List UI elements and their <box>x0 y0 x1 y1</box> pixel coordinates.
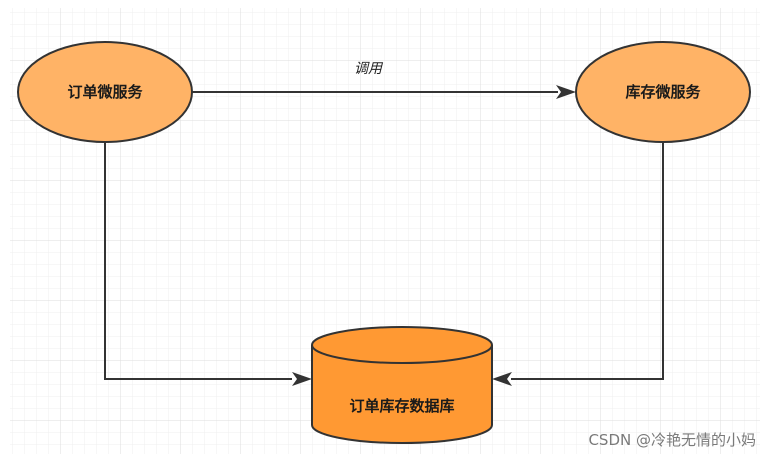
node-label-inventory-service: 库存微服务 <box>625 83 701 101</box>
arrowhead-inventory-to-db <box>492 372 512 386</box>
csdn-watermark: CSDN @冷艳无情的小妈 <box>588 431 756 449</box>
node-database[interactable]: 订单库存数据库 <box>311 326 493 444</box>
node-inventory-service[interactable]: 库存微服务 <box>575 41 751 143</box>
node-order-service[interactable]: 订单微服务 <box>17 41 193 143</box>
edge-inventory-to-db <box>492 142 664 386</box>
node-label-order-service: 订单微服务 <box>67 83 143 101</box>
arrowhead-call <box>556 85 576 99</box>
node-label-database: 订单库存数据库 <box>349 397 454 415</box>
edge-order-to-db <box>104 142 312 386</box>
edge-label-call: 调用 <box>354 61 384 77</box>
arrowhead-order-to-db <box>292 372 312 386</box>
edge-call: 调用 <box>192 61 576 99</box>
